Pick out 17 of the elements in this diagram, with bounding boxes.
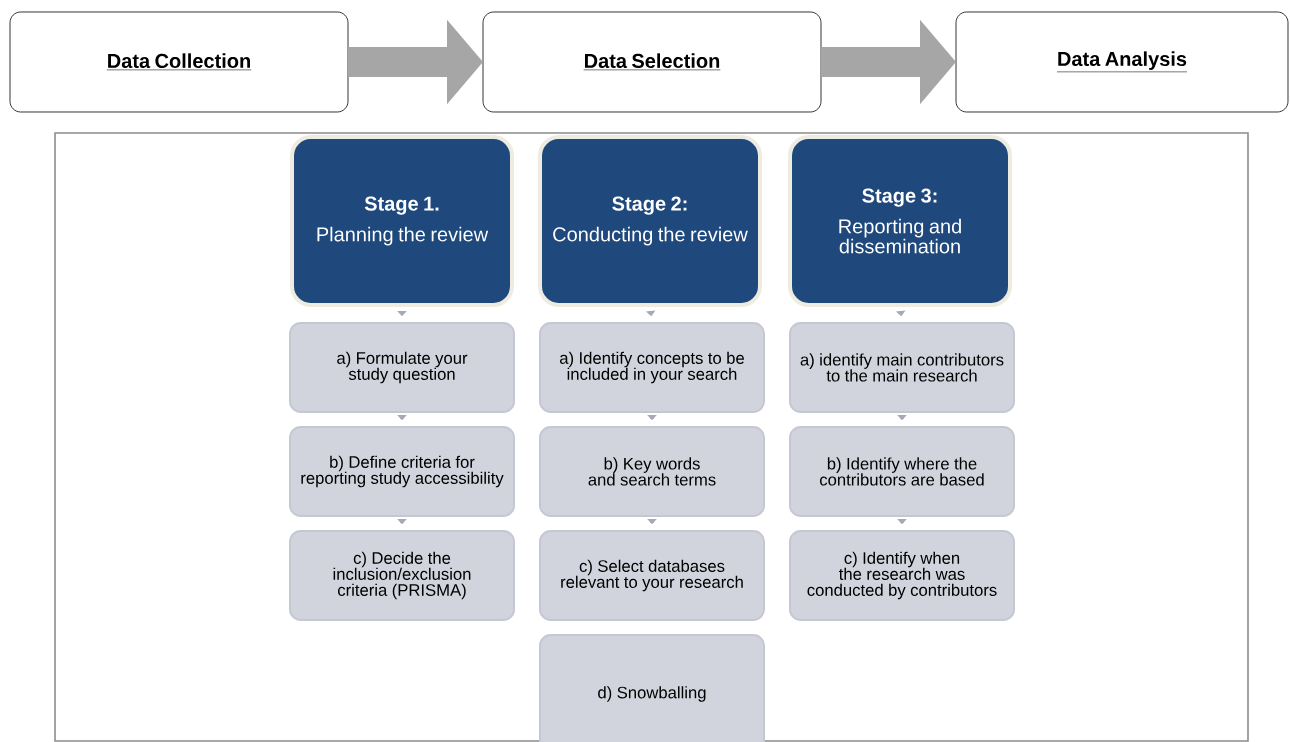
step-box: b) Identify where the contributors are based — [789, 426, 1015, 517]
phase-box: Data Analysis — [955, 11, 1289, 113]
step-box: a) Identify concepts to be included in your search — [539, 322, 765, 413]
step-box: b) Key words and search terms — [539, 426, 765, 517]
step-box: b) Define criteria for reporting study accessibility — [289, 426, 515, 517]
phase-box: Data Collection — [9, 11, 349, 113]
step-box: a) Formulate your study question — [289, 322, 515, 413]
stage-box: Stage 3: Reporting and dissemination — [788, 135, 1012, 307]
step-box: c) Select databases relevant to your research — [539, 530, 765, 621]
stage-box: Stage 2: Conducting the review — [538, 135, 762, 307]
stage-box: Stage 1. Planning the review — [290, 135, 514, 307]
step-box: a) identify main contributors to the main research — [789, 322, 1015, 413]
step-box: d) Snowballing — [539, 634, 765, 742]
phase-box: Data Selection — [482, 11, 822, 113]
panel-frame — [54, 132, 1249, 742]
step-box: c) Identify when the research was conducted by contributors — [789, 530, 1015, 621]
step-box: c) Decide the inclusion/exclusion criteria (PRISMA) — [289, 530, 515, 621]
